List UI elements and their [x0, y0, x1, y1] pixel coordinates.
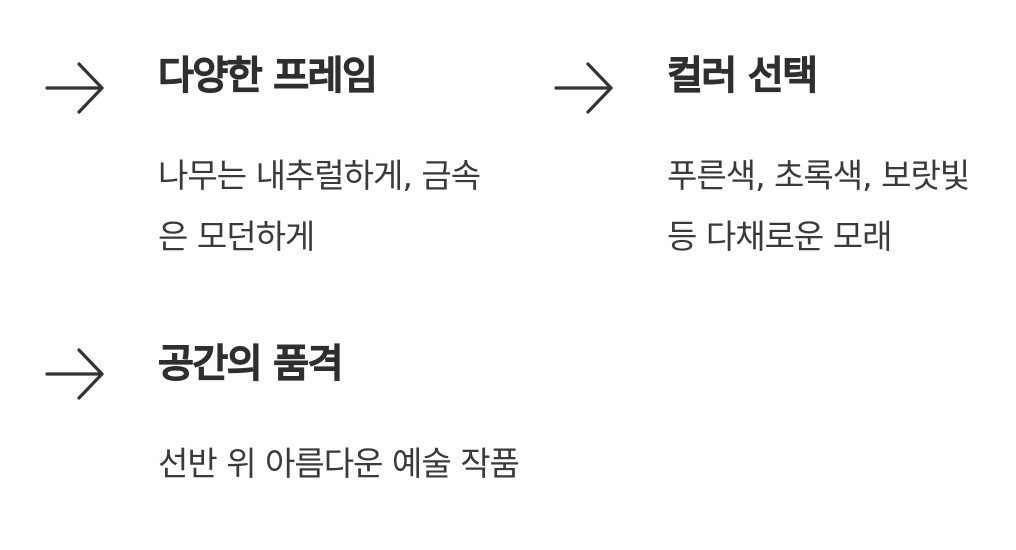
feature-title: 공간의 품격	[158, 342, 344, 388]
feature-title: 다양한 프레임	[158, 54, 379, 100]
feature-description: 선반 위 아름다운 예술 작품	[158, 444, 520, 483]
feature-description: 나무는 내추럴하게, 금속은 모던하게	[158, 156, 481, 256]
feature-description: 푸른색, 초록색, 보랏빛 등 다채로운 모래	[667, 156, 970, 256]
feature-title: 컬러 선택	[667, 54, 819, 100]
arrow-right-icon	[45, 62, 105, 114]
arrow-right-icon	[554, 62, 614, 114]
arrow-right-icon	[45, 348, 105, 400]
